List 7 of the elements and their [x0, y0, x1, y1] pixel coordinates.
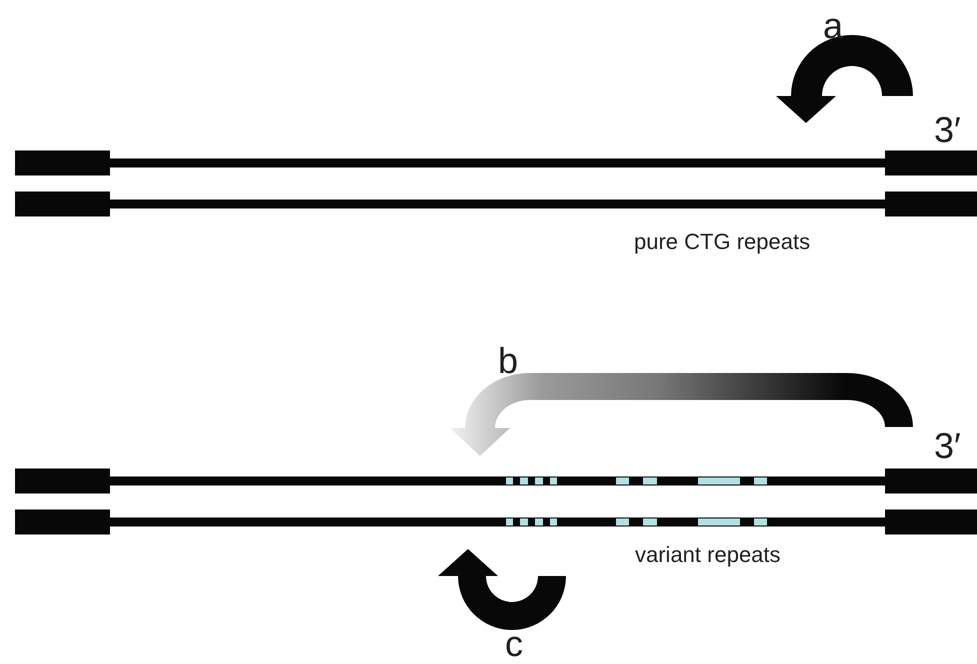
panel-letter: b	[498, 343, 518, 379]
strand-end-label: 3′	[934, 112, 961, 148]
region-label: variant repeats	[635, 544, 781, 566]
panel-letter: a	[823, 8, 844, 44]
strand-end-label: 3′	[934, 428, 961, 464]
region-label: pure CTG repeats	[634, 231, 810, 253]
panel-letter: c	[505, 626, 523, 662]
